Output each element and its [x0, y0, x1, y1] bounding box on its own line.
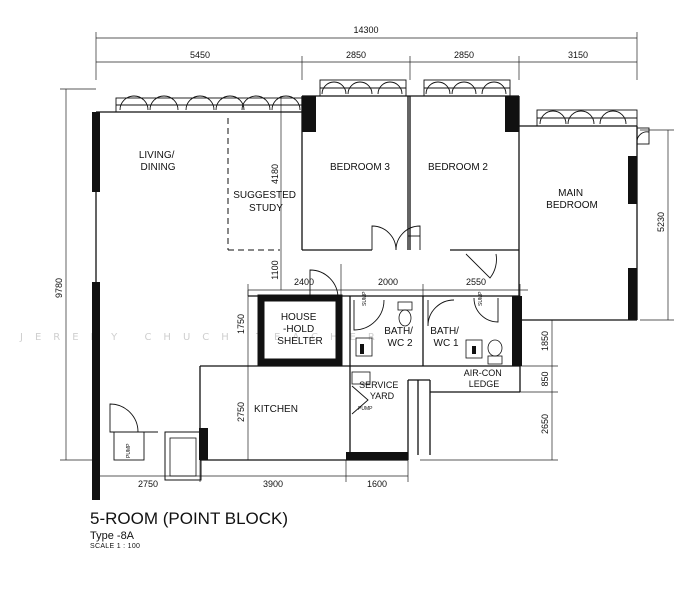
sink-wc2 — [355, 337, 373, 357]
room-label-main-bedroom: MAIN BEDROOM — [546, 188, 598, 211]
toilet-wc2 — [397, 301, 413, 311]
dim-top-3: 2850 — [454, 50, 474, 60]
room-label-kitchen: KITCHEN — [254, 404, 298, 415]
dim-kitchen-height: 2750 — [236, 402, 246, 422]
dim-right-2: 1850 — [540, 331, 550, 351]
plan-scale: SCALE 1 : 100 — [90, 543, 141, 550]
doors — [109, 225, 499, 461]
toilet-wc1 — [487, 339, 503, 357]
sump-label-wc1: SUMP — [478, 291, 484, 306]
dim-middle-2: 2000 — [378, 277, 398, 287]
dimension-lines — [60, 32, 674, 482]
plan-type: Type -8A — [90, 530, 135, 542]
dim-right-3: 850 — [540, 371, 550, 386]
room-label-bedroom-2: BEDROOM 2 — [428, 162, 488, 173]
dim-middle-3: 2550 — [466, 277, 486, 287]
room-label-living-dining: LIVING/ DINING — [139, 150, 177, 173]
dim-corridor: 1100 — [270, 260, 280, 279]
dim-left-height: 9780 — [54, 278, 64, 298]
room-label-bath-wc-2: BATH/ WC 2 — [384, 326, 416, 349]
structural-walls — [92, 96, 637, 500]
sump-label-wc2: SUMP — [362, 291, 368, 306]
sink-wc1 — [465, 339, 483, 359]
room-label-suggested-study: SUGGESTED STUDY — [233, 190, 299, 214]
room-label-aircon-ledge: AIR-CON LEDGE — [464, 368, 505, 389]
dim-middle-1: 2400 — [294, 277, 314, 287]
dim-top-2: 2850 — [346, 50, 366, 60]
dim-right-1: 5230 — [656, 212, 666, 232]
plan-title: 5-ROOM (POINT BLOCK) — [90, 509, 289, 528]
windows — [115, 79, 650, 145]
dim-top-1: 5450 — [190, 50, 210, 60]
dim-overall-width: 14300 — [353, 25, 378, 35]
dim-bedroom3-depth: 4180 — [270, 164, 280, 184]
pump-label-yard: PUMP — [358, 406, 373, 412]
fixtures-fill — [360, 344, 476, 354]
dim-shelter-height: 1750 — [236, 314, 246, 334]
dim-bottom-2: 3900 — [263, 479, 283, 489]
household-shelter-walls — [257, 294, 343, 366]
dim-top-4: 3150 — [568, 50, 588, 60]
room-label-bath-wc-1: BATH/ WC 1 — [430, 326, 462, 349]
dim-right-4: 2650 — [540, 414, 550, 434]
fixtures — [351, 301, 503, 385]
pump-label-balcony: PUMP — [126, 443, 132, 458]
room-label-household-shelter: HOUSE -HOLD SHELTER — [277, 312, 322, 347]
room-label-bedroom-3: BEDROOM 3 — [330, 162, 390, 173]
room-label-service-yard: SERVICE YARD — [359, 380, 401, 401]
dim-bottom-3: 1600 — [367, 479, 387, 489]
watermark: JEREMY CHUCH TEACHER — [19, 332, 387, 343]
dim-bottom-1: 2750 — [138, 479, 158, 489]
